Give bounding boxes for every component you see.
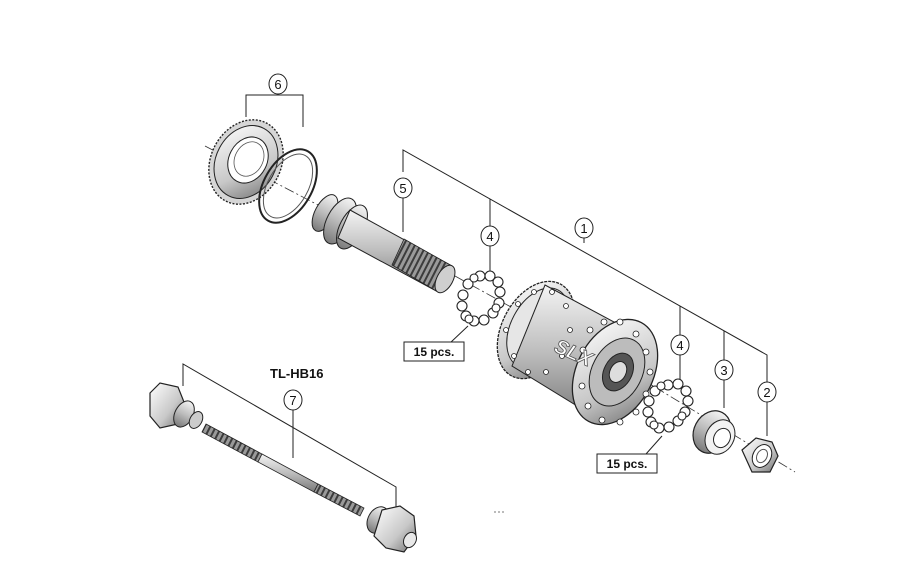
axle-part-5: [311, 194, 456, 294]
svg-text:3: 3: [720, 363, 727, 378]
svg-text:4: 4: [676, 338, 683, 353]
lock-ring-part-6: [208, 119, 284, 205]
cone-part-3: [692, 410, 736, 455]
callout-7: 7: [283, 389, 303, 411]
callout-2: 2: [757, 381, 777, 403]
svg-text:5: 5: [399, 181, 406, 196]
svg-text:7: 7: [289, 393, 296, 408]
svg-text:4: 4: [486, 229, 493, 244]
quantity-label-right: 15 pcs.: [596, 453, 658, 474]
spacer-ring: [258, 148, 318, 224]
svg-text:6: 6: [274, 77, 281, 92]
tool-label: TL-HB16: [270, 366, 323, 381]
svg-text:15 pcs.: 15 pcs.: [414, 345, 455, 359]
callouts: 6 5 4 1 4 3 2 7: [268, 73, 777, 411]
callout-5: 5: [393, 177, 413, 199]
lock-nut-part-2: [741, 437, 779, 473]
callout-6: 6: [268, 73, 288, 95]
callout-4-right: 4: [670, 334, 690, 356]
leader-lines: [182, 92, 768, 510]
hub-shell-part-1: SLX: [496, 280, 659, 426]
svg-text:2: 2: [763, 385, 770, 400]
quantity-label-left: 15 pcs.: [403, 341, 465, 362]
callout-1: 1: [574, 217, 594, 239]
callout-3: 3: [714, 359, 734, 381]
svg-text:1: 1: [580, 221, 587, 236]
svg-text:15 pcs.: 15 pcs.: [607, 457, 648, 471]
bearing-balls-left: [456, 270, 506, 327]
callout-4-left: 4: [480, 225, 500, 247]
tool-part-7: [149, 382, 504, 553]
bearing-balls-right: [642, 378, 694, 434]
